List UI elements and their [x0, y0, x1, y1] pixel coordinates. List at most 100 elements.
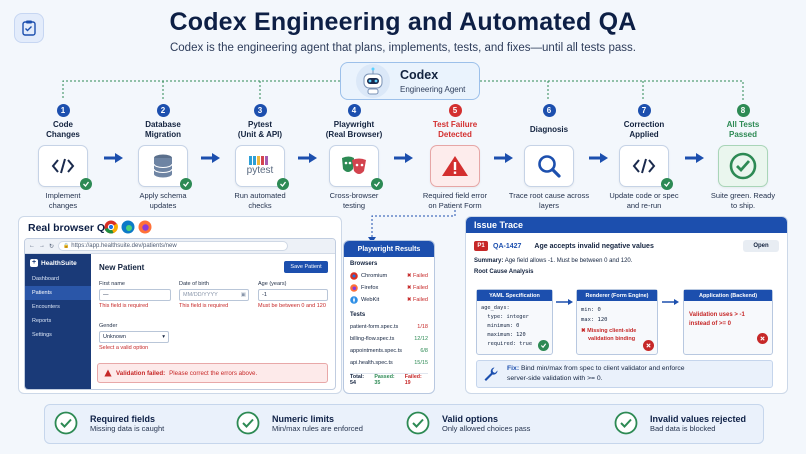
arrow-right-icon — [685, 153, 704, 163]
database-icon — [138, 145, 192, 190]
dob-error: This field is required — [179, 303, 229, 309]
arrow-right-icon — [394, 153, 413, 163]
fix-box: Fix: Bind min/max from spec to client va… — [476, 360, 773, 388]
check-circle-icon — [718, 145, 768, 187]
step-desc-line2: on Patient Form — [428, 200, 482, 210]
step-label: Diagnosis — [499, 119, 599, 141]
back-icon[interactable]: ← — [29, 243, 35, 249]
check-badge-icon — [538, 340, 549, 351]
age-field[interactable]: -1 — [258, 289, 328, 301]
step-label-line1: All Tests — [726, 120, 760, 129]
healthsuite-logo-icon: + — [30, 259, 38, 267]
failed-count: Failed: 19 — [404, 373, 422, 386]
status-open-button[interactable]: Open — [743, 240, 779, 252]
check-badge-icon — [661, 178, 673, 190]
step-desc-line2: testing — [342, 200, 366, 210]
page-subtitle: Codex is the engineering agent that plan… — [169, 42, 636, 54]
feature-desc: Missing data is caught — [90, 423, 165, 433]
playwright-masks-icon — [329, 145, 383, 190]
pipeline-step-3: 3 Pytest(Unit & API) pytest Run automate… — [210, 104, 310, 210]
app-sidebar: + HealthSuite Dashboard Patients Encount… — [25, 254, 91, 389]
results-header: Playwright Results — [344, 241, 434, 257]
renderer-line: max: 120 — [581, 317, 608, 323]
step-desc-line2: changes — [48, 200, 78, 210]
app-title: Application (Backend) — [684, 290, 772, 301]
warning-icon — [104, 369, 112, 377]
step-label-line2: Detected — [438, 130, 472, 139]
step-desc-line1: Cross-browser — [329, 191, 379, 200]
sidebar-item-settings[interactable]: Settings — [32, 332, 52, 338]
step-label-line1: Correction — [623, 120, 665, 129]
arrow-right-icon — [589, 153, 608, 163]
step-desc-line2: and re-run — [626, 200, 662, 210]
gender-label: Gender — [99, 323, 118, 329]
priority-badge: P1 — [474, 241, 488, 251]
gender-value: Unknown — [103, 334, 126, 340]
browser-status: ✖ Failed — [406, 297, 428, 303]
arrow-right-icon — [662, 299, 679, 305]
yaml-line: maximum: 120 — [481, 332, 526, 338]
test-name: appointments.spec.ts — [350, 348, 402, 354]
gender-select[interactable]: Unknown ▾ — [99, 331, 169, 343]
sidebar-item-dashboard[interactable]: Dashboard — [32, 276, 59, 282]
pytest-logo: pytest — [235, 145, 289, 190]
test-result: 12/12 — [414, 336, 428, 342]
renderer-title: Renderer (Form Engine) — [577, 290, 657, 301]
fix-line1: Bind min/max from spec to client validat… — [520, 365, 685, 372]
test-row: billing-flow.spec.ts 12/12 — [350, 333, 428, 345]
test-name: billing-flow.spec.ts — [350, 336, 395, 342]
first-name-label: First name — [99, 281, 125, 287]
issue-panel-title: Issue Trace — [474, 220, 524, 230]
step-number: 4 — [347, 104, 361, 117]
arrow-right-icon — [494, 153, 513, 163]
browser-name: Chromium — [361, 273, 388, 279]
feature-desc: Min/max rules are enforced — [272, 423, 363, 433]
forward-icon[interactable]: → — [39, 243, 45, 249]
tests-heading: Tests — [350, 312, 366, 318]
step-desc-line2: layers — [538, 200, 559, 210]
test-name: patient-form.spec.ts — [350, 324, 399, 330]
results-totals: Total: 54 Passed: 35 Failed: 19 — [350, 373, 428, 386]
save-patient-button[interactable]: Save Patient — [284, 261, 328, 273]
step-label: Pytest(Unit & API) — [210, 119, 310, 141]
validation-banner: Validation failed: Please correct the er… — [97, 363, 328, 383]
arrow-right-icon — [201, 153, 220, 163]
step-desc-line1: Update code or spec — [609, 191, 679, 200]
first-name-field[interactable]: — — [99, 289, 171, 301]
step-label: Playwright(Real Browser) — [304, 119, 404, 141]
test-result: 6/8 — [420, 348, 428, 354]
reload-icon[interactable]: ↻ — [49, 243, 55, 250]
issue-id[interactable]: QA-1427 — [493, 242, 522, 250]
dob-placeholder: MM/DD/YYYY — [183, 292, 218, 298]
dob-field[interactable]: MM/DD/YYYY▣ — [179, 289, 249, 301]
age-label: Age (years) — [258, 281, 287, 287]
step-desc-line1: Trace root cause across — [508, 191, 590, 200]
test-row: patient-form.spec.ts 1/18 — [350, 321, 428, 333]
url-text: https://app.healthsuite.dev/patients/new — [71, 243, 177, 249]
sidebar-item-encounters[interactable]: Encounters — [32, 304, 60, 310]
sidebar-item-patients[interactable]: Patients — [25, 286, 91, 300]
feature-desc: Bad data is blocked — [650, 423, 716, 433]
sidebar-item-reports[interactable]: Reports — [32, 318, 52, 324]
step-label-line1: Test Failure — [432, 120, 478, 129]
step-desc-line1: Apply schema — [139, 191, 187, 200]
step-label-line2: (Unit & API) — [237, 130, 283, 139]
step-label-line1: Code — [53, 120, 73, 129]
address-bar[interactable]: 🔒 https://app.healthsuite.dev/patients/n… — [58, 241, 289, 251]
step-label-line2: Applied — [629, 130, 659, 139]
check-circle-icon — [614, 411, 638, 435]
browser-row-firefox: Firefox ✖ Failed — [350, 282, 428, 294]
chevron-down-icon: ▾ — [162, 334, 165, 340]
yaml-line: type: integer — [481, 314, 529, 320]
gender-error: Select a valid option — [99, 345, 149, 351]
warning-icon — [430, 145, 480, 187]
